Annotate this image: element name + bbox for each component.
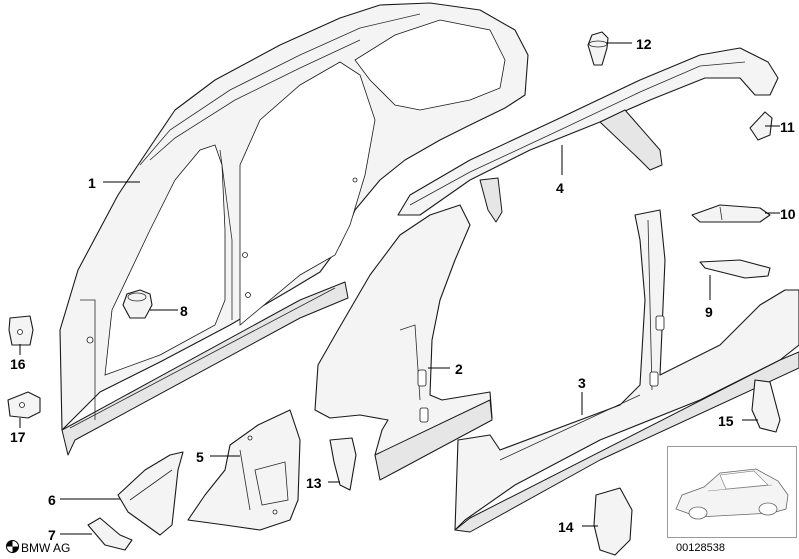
car-silhouette-icon (675, 468, 789, 520)
part-7-small-bracket (87, 517, 133, 551)
callout-13: 13 (306, 475, 322, 491)
bmw-logo-icon (6, 540, 19, 553)
callout-12: 12 (636, 36, 652, 52)
part-8-grommet (122, 289, 153, 319)
brand-mark: BMW AG (6, 540, 70, 555)
callout-14: 14 (558, 519, 574, 535)
part-2-front-pillar (314, 204, 493, 481)
callout-4: 4 (556, 180, 564, 196)
part-14-panel (593, 487, 633, 556)
callout-2: 2 (455, 361, 463, 377)
callout-6: 6 (48, 492, 56, 508)
callout-16: 16 (10, 356, 26, 372)
part-4-roof-frame (397, 47, 779, 223)
part-1-side-frame (59, 2, 529, 456)
callout-8: 8 (180, 303, 188, 319)
callout-9: 9 (705, 304, 713, 320)
leader-lines (19, 42, 780, 535)
callout-5: 5 (196, 449, 204, 465)
callout-11: 11 (780, 119, 795, 135)
callout-7: 7 (48, 527, 56, 543)
callout-17: 17 (10, 429, 26, 445)
callout-3: 3 (578, 375, 586, 391)
part-9-trim-strip (699, 259, 771, 279)
callout-10: 10 (780, 206, 796, 222)
vehicle-thumbnail (667, 446, 797, 538)
callout-15: 15 (718, 413, 734, 429)
part-12-plug (587, 31, 609, 66)
part-6-gusset (117, 451, 184, 536)
callout-1: 1 (88, 175, 96, 191)
part-17-clip (7, 391, 41, 419)
part-10-reinforcement (691, 204, 771, 223)
part-13-bracket (329, 437, 357, 491)
part-16-clip (8, 315, 34, 346)
part-3-sill-panel (454, 209, 799, 533)
diagram-code: 00128538 (676, 542, 725, 554)
part-5-bracket (187, 409, 301, 531)
brand-label: BMW AG (21, 541, 71, 555)
part-15-bracket (751, 379, 781, 433)
